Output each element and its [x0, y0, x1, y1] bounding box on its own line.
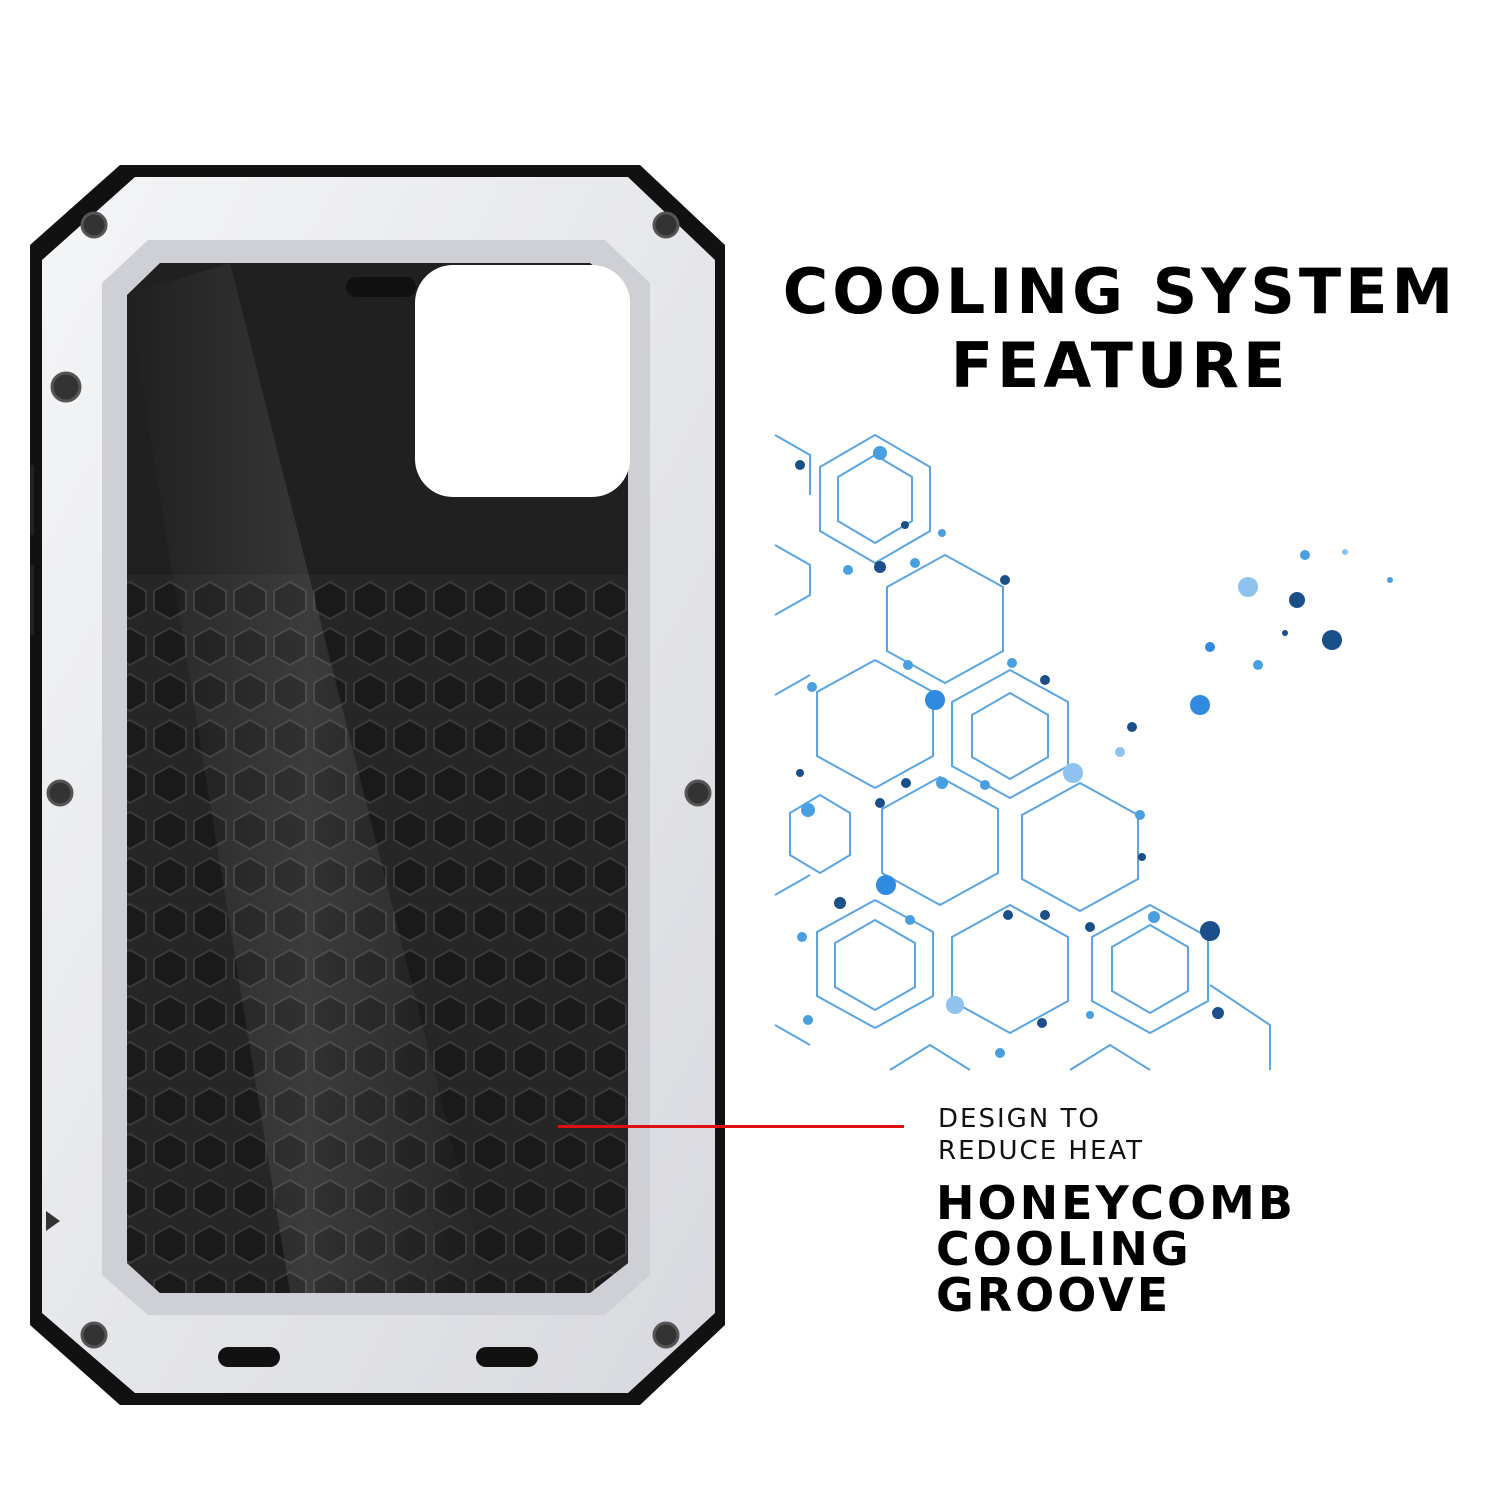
heading-line-1: COOLING SYSTEM	[782, 255, 1458, 328]
callout-line	[558, 1125, 904, 1128]
callout-title: HONEYCOMB COOLING GROOVE	[936, 1180, 1396, 1318]
heading: COOLING SYSTEM FEATURE	[740, 255, 1500, 403]
phone-case-image	[30, 165, 730, 1405]
honeycomb-molecule-art	[770, 425, 1420, 1075]
callout-sub-line-1: DESIGN TO	[938, 1104, 1101, 1134]
callout-main-line-3: GROOVE	[936, 1268, 1172, 1322]
callout-subtitle: DESIGN TO REDUCE HEAT	[938, 1103, 1338, 1167]
callout-main-line-1: HONEYCOMB	[936, 1176, 1296, 1230]
callout-main-line-2: COOLING	[936, 1222, 1192, 1276]
heading-line-2: FEATURE	[950, 329, 1290, 402]
callout-sub-line-2: REDUCE HEAT	[938, 1136, 1145, 1166]
